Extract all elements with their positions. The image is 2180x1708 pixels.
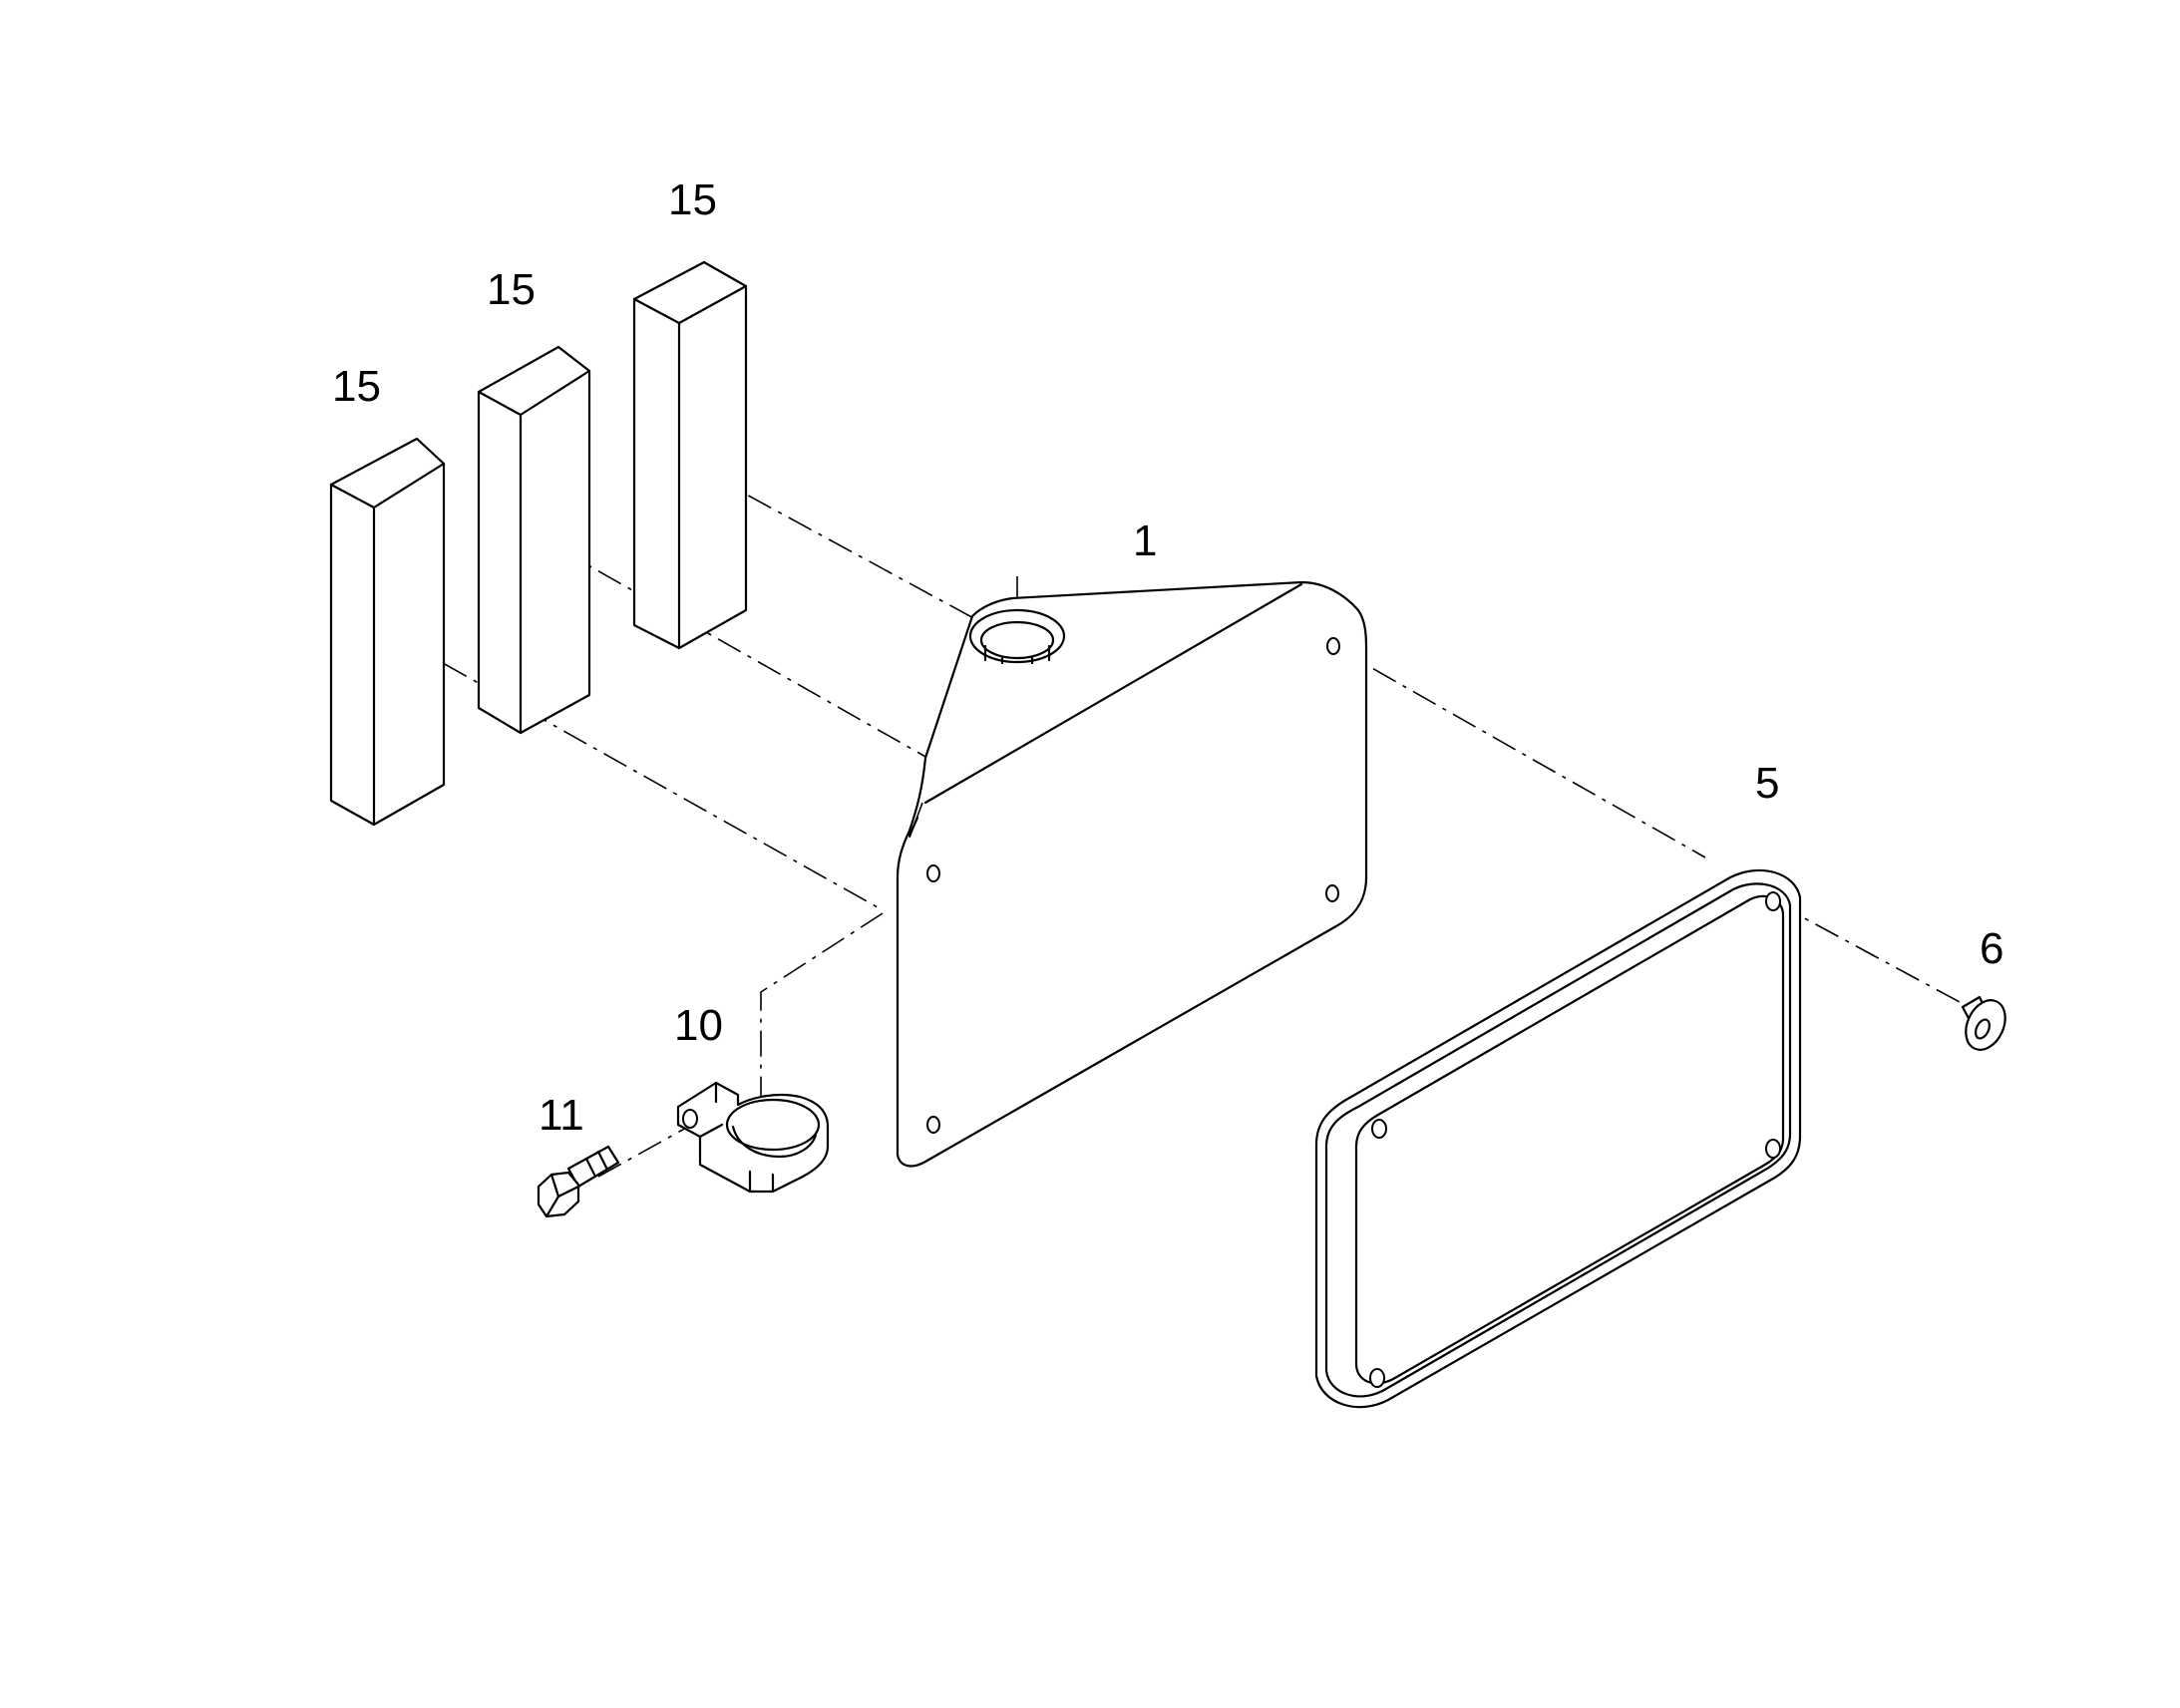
part-15-block-middle (477, 345, 591, 735)
callout-11: 11 (539, 1091, 584, 1140)
callout-5: 5 (1755, 759, 1779, 808)
centerline-block-front (403, 640, 879, 908)
part-1-mounting-plate (896, 580, 1368, 1168)
centerline-bolt (597, 1126, 689, 1178)
callout-15-rear: 15 (668, 175, 717, 224)
plate-hole-mid-right (1325, 884, 1339, 902)
cover-hole-top-left (1371, 1119, 1387, 1139)
cover-hole-top-right (1765, 891, 1781, 911)
part-10-clamp (676, 1081, 830, 1194)
centerline-block-middle (557, 547, 928, 759)
centerline-cover-to-screw (1774, 901, 1961, 1003)
part-15-block-front (329, 437, 446, 827)
callout-10: 10 (674, 1001, 723, 1050)
callout-labels: 15 15 15 1 5 6 10 11 (332, 175, 2003, 1140)
part-5-cover-plate (1314, 868, 1802, 1409)
callout-6: 6 (1980, 924, 2003, 973)
callout-15-front: 15 (332, 362, 381, 411)
part-15-block-rear (632, 260, 748, 650)
callout-15-middle: 15 (487, 265, 536, 314)
part-6-screw (1961, 995, 2006, 1051)
plate-hole-bottom-left (926, 1116, 940, 1134)
centerline-clamp (760, 912, 884, 1097)
centerline-plate-to-cover (1332, 645, 1706, 858)
plate-hole-mid-left (926, 864, 940, 882)
plate-hole-top-right (1326, 637, 1340, 655)
part-11-bolt (537, 1145, 620, 1218)
cover-hole-bottom-left (1369, 1368, 1385, 1388)
callout-1: 1 (1133, 516, 1157, 565)
centerline-block-rear (707, 473, 978, 621)
cover-hole-bottom-right (1765, 1139, 1781, 1159)
